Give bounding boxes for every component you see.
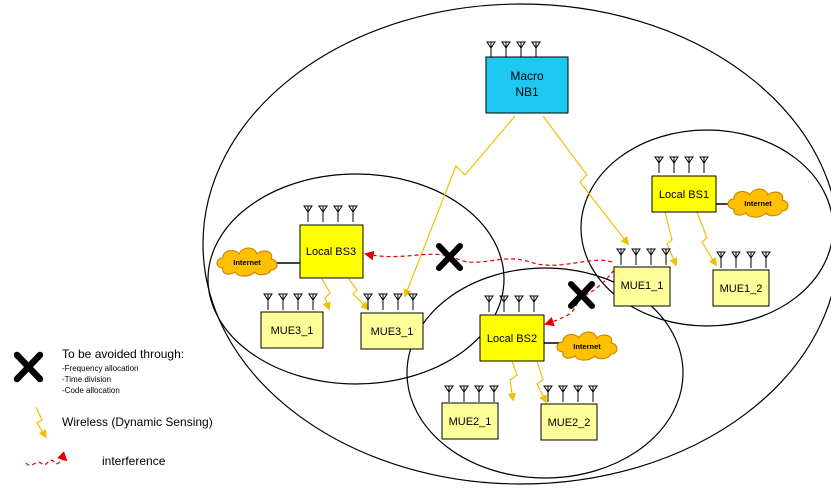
antenna-icon [484,295,539,313]
antenna-icon [303,205,358,223]
mue1-2-label: MUE1_2 [720,283,763,295]
mue2-1: MUE2_1 [441,385,499,440]
cell-bs1-boundary [580,129,831,327]
mue3-1b-label: MUE3_1 [371,326,414,338]
local-bs1: Local BS1 Internet [651,156,789,218]
mue3-1a-label: MUE3_1 [271,325,314,337]
legend-avoid-item: -Time division [62,375,111,384]
macro-label-line2: NB1 [515,85,539,99]
cell-bs3-boundary [207,173,505,385]
mue2-2-label: MUE2_2 [548,417,591,429]
antenna-icon [716,251,771,269]
antenna-icon [654,156,709,174]
legend-avoid-title: To be avoided through: [62,347,184,361]
interference-links [364,250,615,327]
mue3-1a: MUE3_1 [260,293,324,349]
antenna-icon [263,293,318,311]
legend-avoid-item: -Code allocation [62,386,120,395]
bs3-label: Local BS3 [306,246,356,258]
antenna-icon [363,293,418,311]
internet-label-bs1: Internet [744,199,772,208]
mue1-2: MUE1_2 [712,251,771,307]
wireless-links [321,115,717,404]
wireless-legend-icon [35,406,47,439]
bs1-label: Local BS1 [659,189,709,201]
mue1-1: MUE1_1 [613,248,671,307]
blocked-x-icon [568,281,595,309]
legend-wireless: Wireless (Dynamic Sensing) [62,415,213,429]
antenna-icon [444,385,499,403]
antenna-icon [616,248,671,266]
legend-interference: interference [102,454,166,468]
local-bs3: Local BS3 Internet [216,205,364,279]
cell-bs2-boundary [406,267,684,479]
macro-nb1: Macro NB1 [485,41,569,114]
blocked-x-icon [436,243,463,271]
internet-label-bs2: Internet [573,342,601,351]
legend: To be avoided through: -Frequency alloca… [13,347,213,468]
macro-label-line1: Macro [510,69,544,83]
interference-legend-icon [25,451,68,466]
mue1-1-label: MUE1_1 [621,280,664,292]
mue3-1b: MUE3_1 [360,293,424,350]
x-mark-icon [13,351,44,383]
macro-cell-boundary [202,3,831,485]
mue2-2: MUE2_2 [540,385,598,441]
legend-avoid-item: -Frequency allocation [62,364,138,373]
mue2-1-label: MUE2_1 [449,416,492,428]
local-bs2: Local BS2 Internet [479,295,618,362]
antenna-icon [486,41,541,59]
bs2-label: Local BS2 [487,333,537,345]
internet-label-bs3: Internet [233,258,261,267]
antenna-icon [543,385,598,403]
